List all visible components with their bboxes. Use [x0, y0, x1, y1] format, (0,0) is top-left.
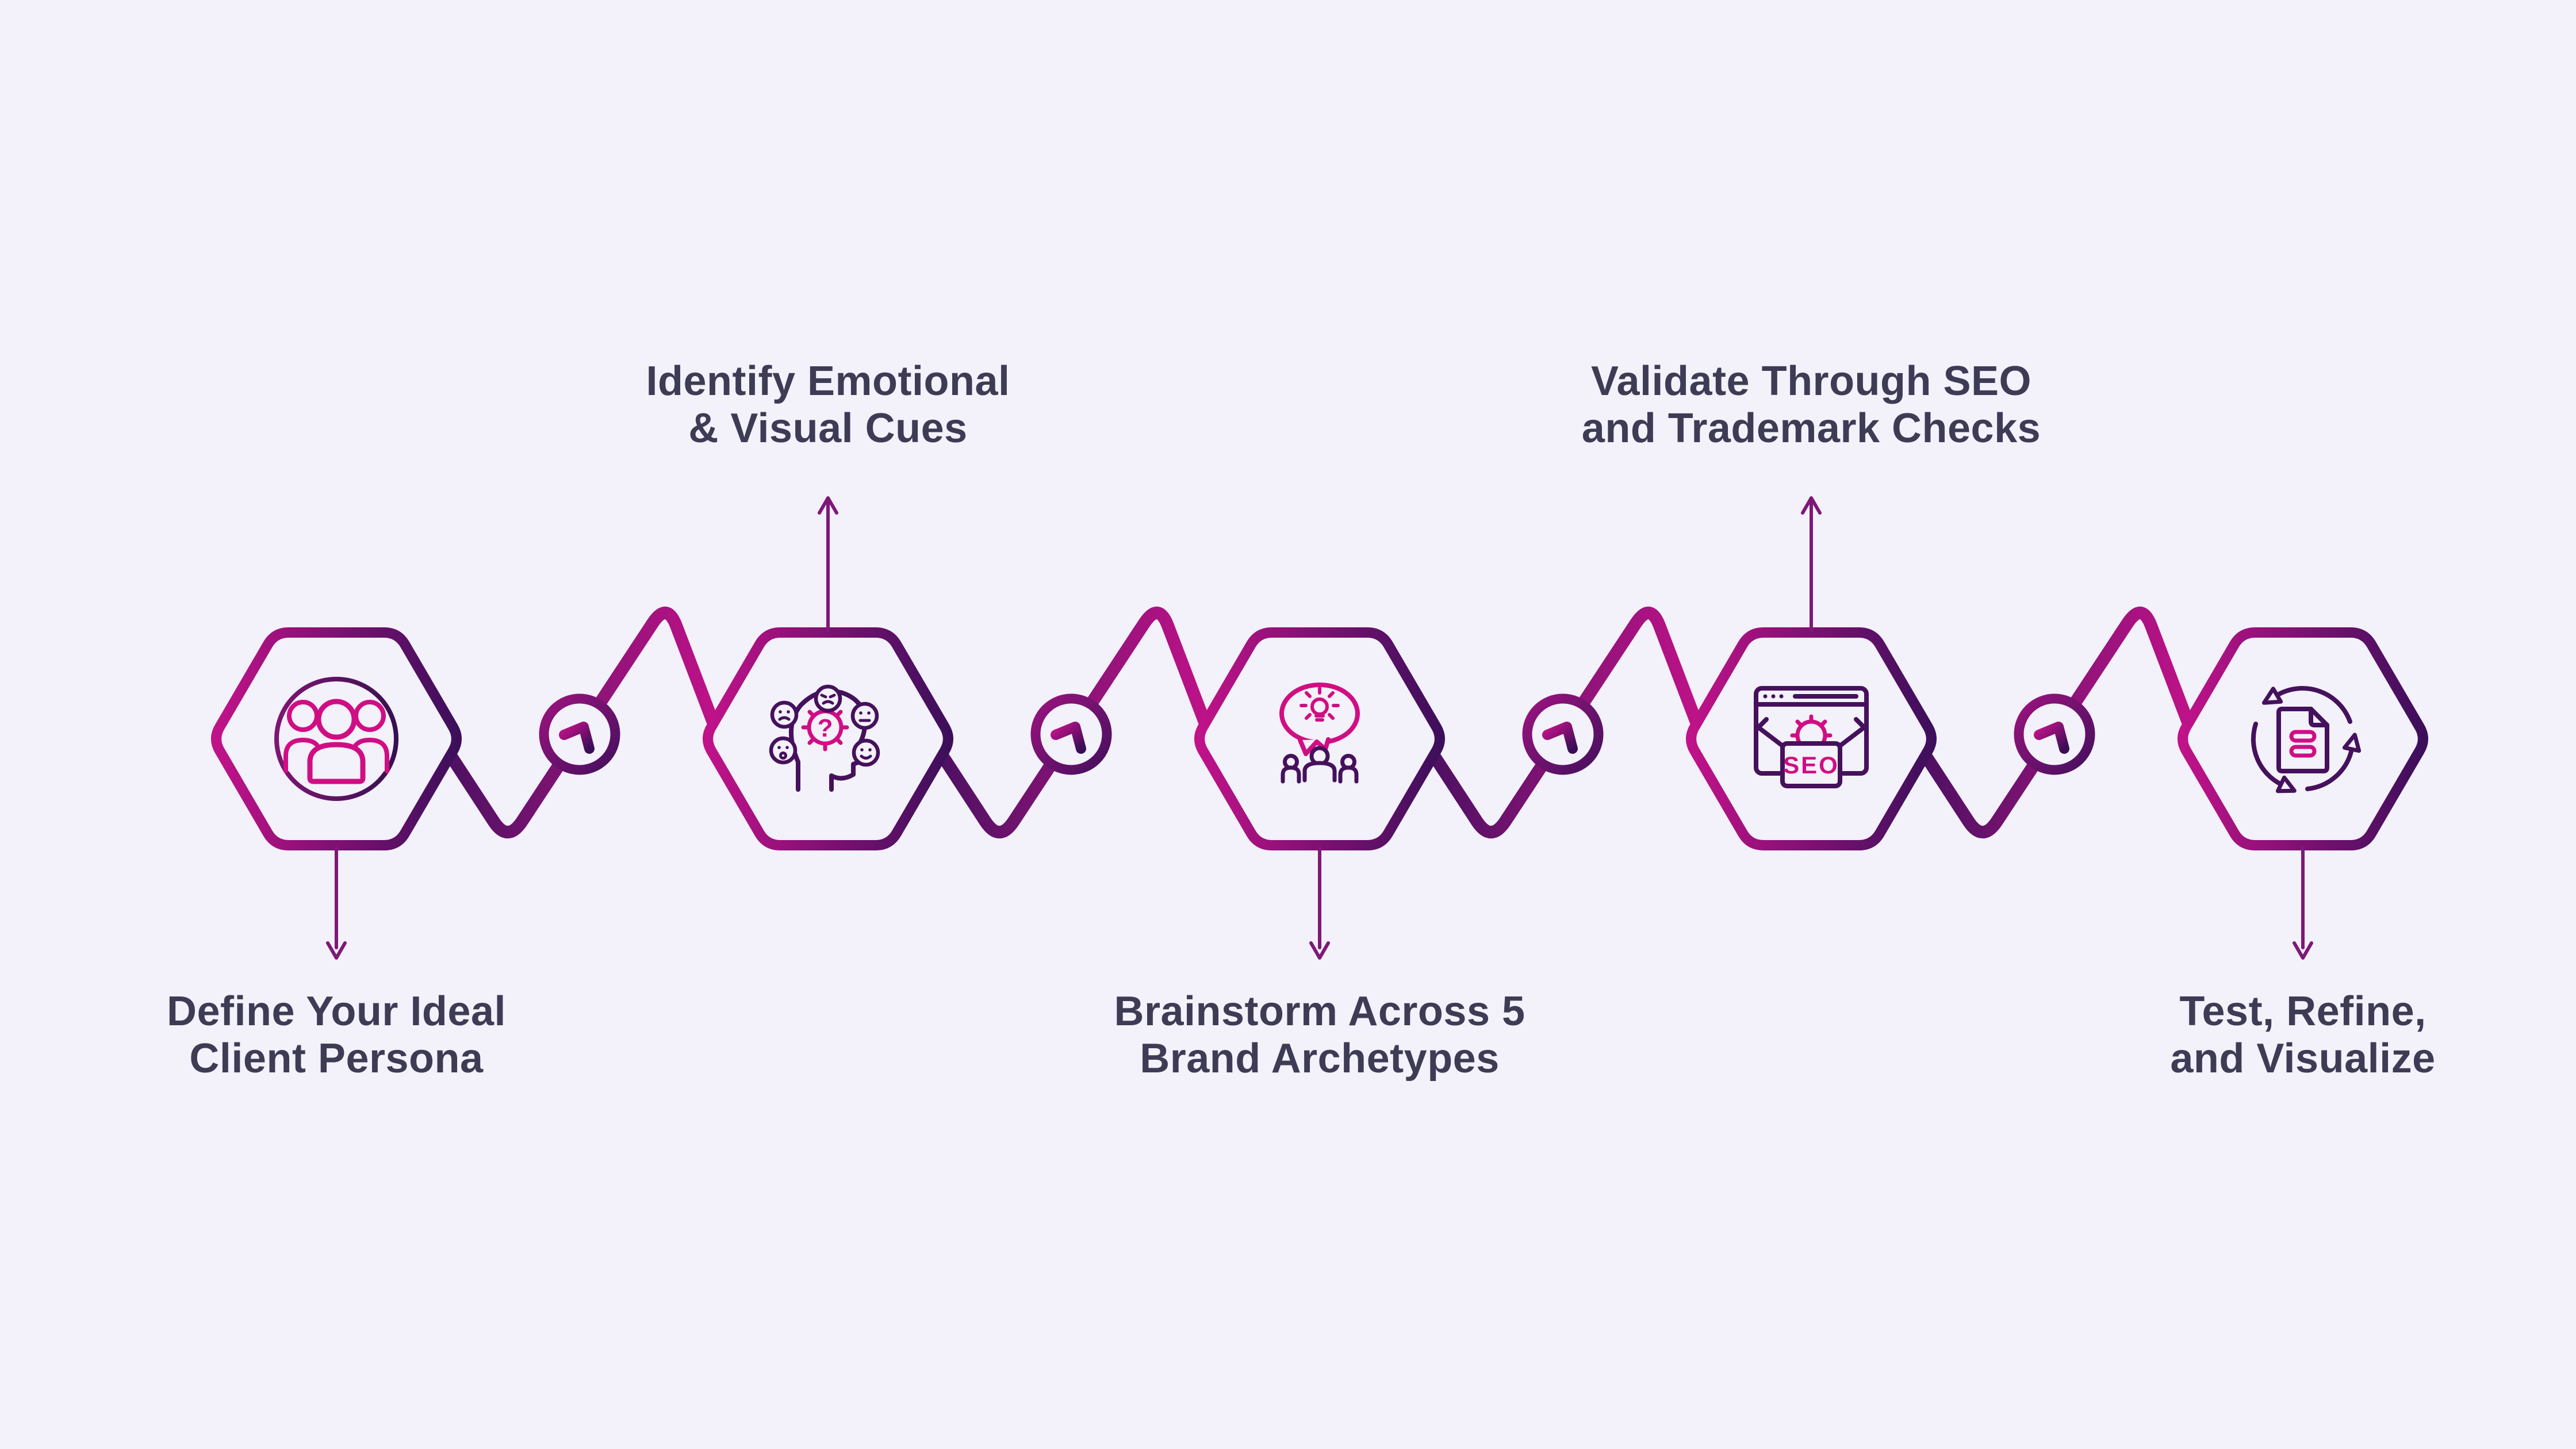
seo-browser-box-icon: SEO: [1754, 686, 1869, 788]
label-arrow-up-2: [818, 496, 838, 632]
idea-speech-bubble-team-icon: [1279, 683, 1360, 784]
step-label-2: Identify Emotional & Visual Cues: [646, 358, 1010, 451]
connector-circle-2: [1036, 699, 1107, 770]
label-arrow-down-5: [2293, 846, 2313, 960]
people-group-icon: [274, 677, 398, 801]
label-arrow-down-1: [326, 846, 347, 960]
connector-circle-1: [544, 699, 615, 770]
gear-question-mark: ?: [818, 714, 833, 742]
head-gear-emotions-icon: ?: [769, 684, 880, 792]
step-label-3: Brainstorm Across 5 Brand Archetypes: [1114, 988, 1525, 1082]
label-arrow-up-4: [1801, 496, 1822, 632]
step-label-5: Test, Refine, and Visualize: [2170, 988, 2436, 1082]
label-arrow-down-3: [1309, 846, 1330, 960]
seo-label: SEO: [1783, 752, 1839, 779]
step-label-4: Validate Through SEO and Trademark Check…: [1581, 358, 2041, 451]
connector-circle-3: [1527, 699, 1598, 770]
step-label-1: Define Your Ideal Client Persona: [167, 988, 506, 1082]
document-refresh-icon: [2251, 686, 2362, 793]
connector-circle-4: [2019, 699, 2090, 770]
